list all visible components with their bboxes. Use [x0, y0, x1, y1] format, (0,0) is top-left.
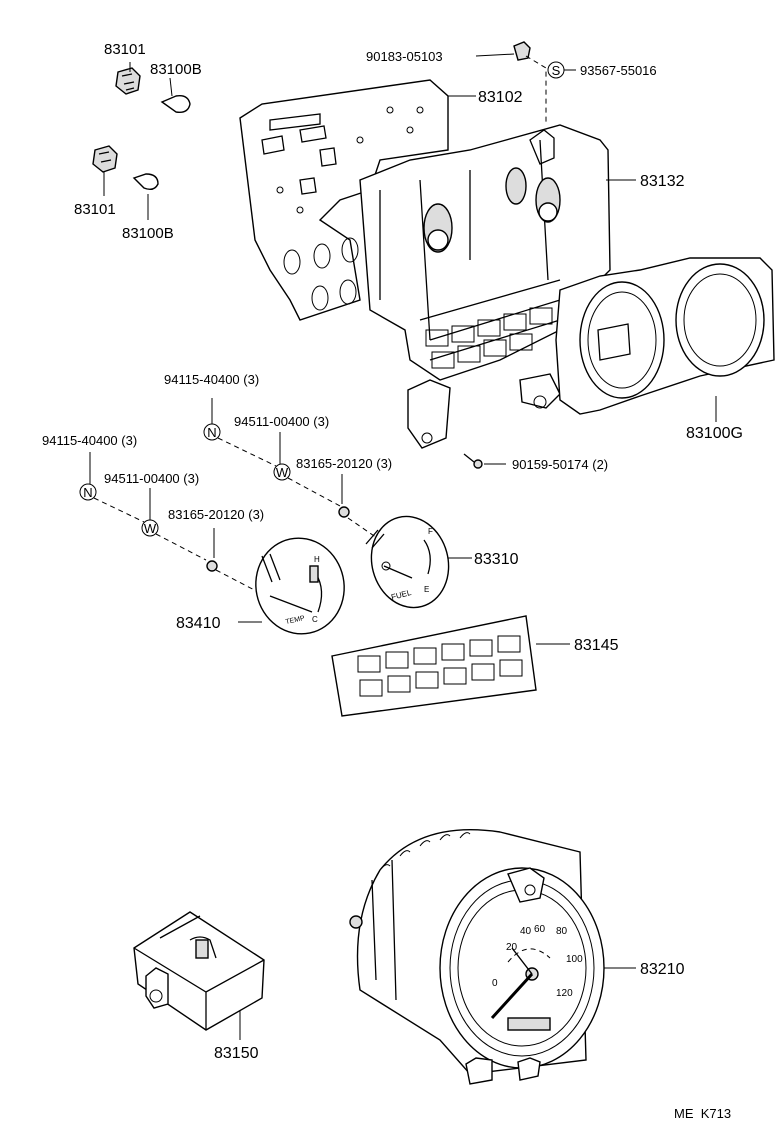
svg-text:F: F [428, 527, 433, 536]
leader-90183 [475, 53, 515, 57]
bulb-socket-83101-top [115, 67, 141, 95]
bulb-83100B-bottom [132, 173, 159, 191]
bulb-83100B-top [160, 94, 191, 114]
label-83102: 83102 [478, 89, 523, 106]
label-83210: 83210 [640, 961, 685, 978]
footer-code: ME K713 [674, 1106, 731, 1121]
meter-case-83132 [359, 124, 611, 449]
svg-text:N: N [207, 425, 216, 440]
s-symbol-letter: S [552, 63, 561, 78]
svg-text:60: 60 [534, 924, 546, 935]
bulb-socket-83101-bottom [92, 145, 118, 173]
svg-text:C: C [312, 615, 318, 624]
svg-text:W: W [144, 521, 157, 536]
label-83165-b: 83165-20120 (3) [168, 507, 264, 522]
svg-text:40: 40 [520, 926, 532, 937]
n-symbol-icon-b [79, 483, 97, 501]
speedometer-83210: 0 20 40 60 80 100 120 [349, 829, 605, 1085]
label-90183: 90183-05103 [366, 49, 443, 64]
svg-text:0: 0 [492, 978, 498, 989]
meter-panel-83100G [555, 257, 775, 415]
temp-gauge-83410: TEMP H C [255, 537, 345, 635]
w-symbol-icon-b [141, 519, 159, 537]
n-symbol-icon-a [203, 423, 221, 441]
svg-text:120: 120 [556, 988, 573, 999]
label-83100B-top: 83100B [150, 61, 202, 78]
leader-83100B-top [169, 77, 173, 97]
fuel-gauge-83310: FUEL F E [365, 515, 450, 609]
label-94115-b: 94115-40400 (3) [42, 433, 137, 448]
label-83100G: 83100G [686, 425, 743, 442]
svg-text:80: 80 [556, 926, 568, 937]
svg-text:E: E [424, 585, 429, 594]
svg-text:N: N [83, 485, 92, 500]
label-83150: 83150 [214, 1045, 259, 1062]
clip-90183 [513, 41, 531, 61]
label-83145: 83145 [574, 637, 619, 654]
w-symbol-icon-a [273, 463, 291, 481]
screw-90159 [463, 453, 483, 469]
label-94511-a: 94511-00400 (3) [234, 414, 329, 429]
clip-icon-b [206, 560, 218, 572]
label-83101-bottom: 83101 [74, 201, 116, 218]
temp-gauge-label: TEMP [285, 615, 306, 626]
svg-text:W: W [276, 465, 289, 480]
printed-circuit-83102 [239, 79, 449, 321]
label-93567: 93567-55016 [580, 63, 657, 78]
label-83165-a: 83165-20120 (3) [296, 456, 392, 471]
fastener-chain-b: N W [79, 452, 263, 595]
label-94115-a: 94115-40400 (3) [164, 372, 259, 387]
clip-icon-a [338, 506, 350, 518]
lens-plate-83145 [331, 615, 537, 717]
label-94511-b: 94511-00400 (3) [104, 471, 199, 486]
label-83132: 83132 [640, 173, 685, 190]
svg-text:100: 100 [566, 954, 583, 965]
dashed-link-clip [525, 55, 547, 124]
svg-text:H: H [314, 555, 320, 564]
label-83310: 83310 [474, 551, 519, 568]
label-83100B-bottom: 83100B [122, 225, 174, 242]
label-90159: 90159-50174 (2) [512, 457, 608, 472]
label-83410: 83410 [176, 615, 221, 632]
fastener-chain-a: N W [203, 398, 381, 541]
module-83150 [133, 911, 265, 1031]
label-83101-top: 83101 [104, 41, 146, 58]
svg-text:20: 20 [506, 942, 518, 953]
